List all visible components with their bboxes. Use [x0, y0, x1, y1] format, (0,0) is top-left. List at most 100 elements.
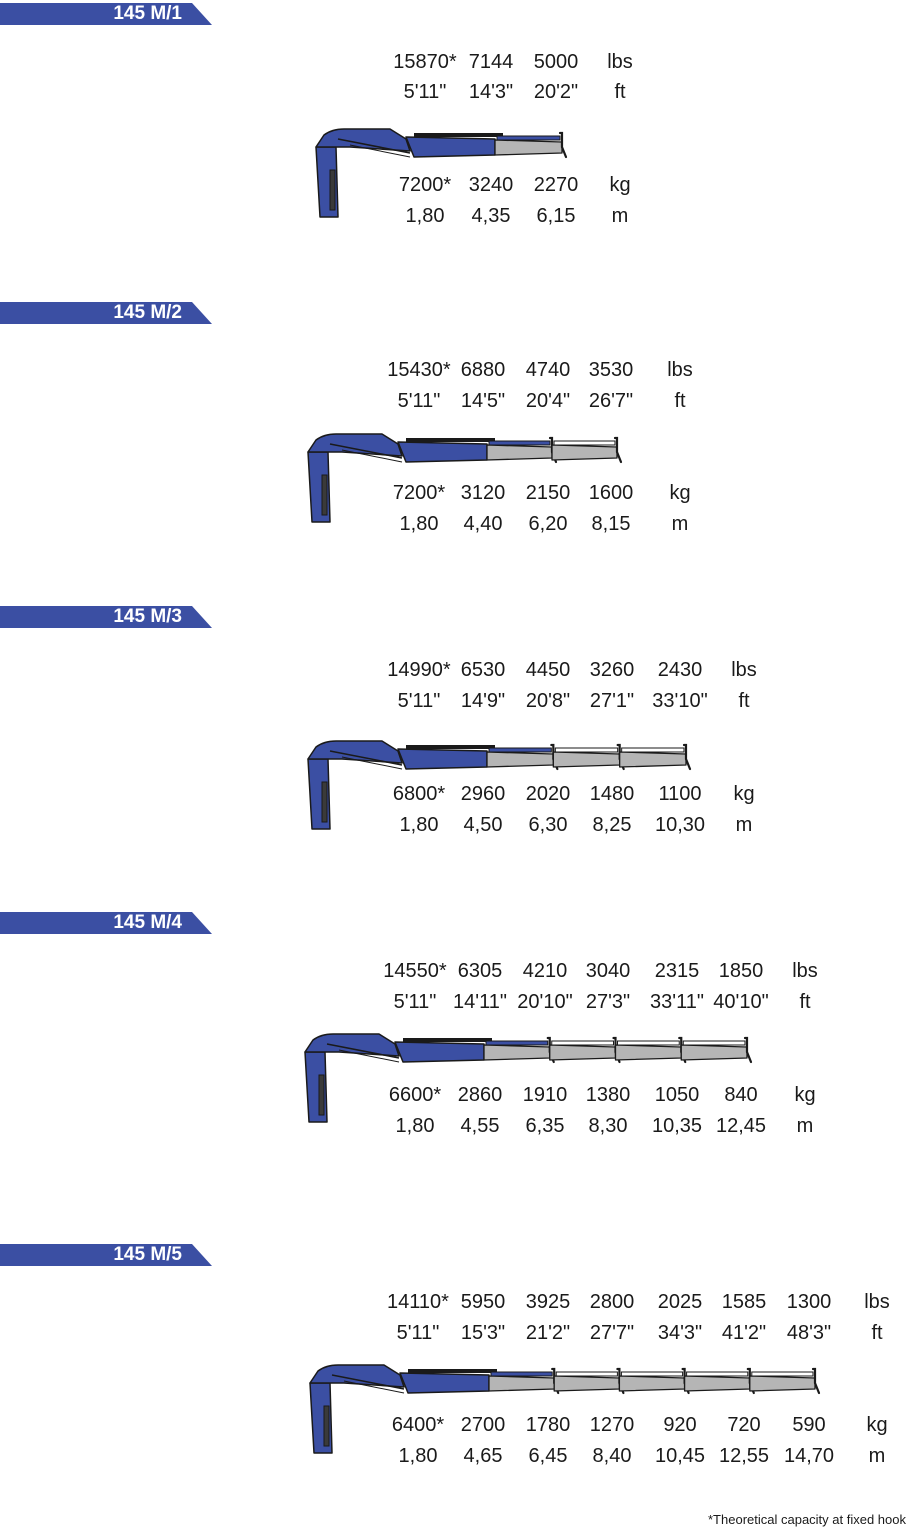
- value-m: 12,45: [715, 1115, 767, 1137]
- value-ft: 26'7": [588, 390, 634, 412]
- value-ft: 27'3": [585, 991, 631, 1013]
- extension-cylinder: [485, 1040, 549, 1046]
- value-ft: 5'11": [397, 390, 441, 412]
- unit-label: kg: [609, 174, 631, 196]
- value-m: 14,70: [783, 1445, 835, 1467]
- value-m: 1,80: [399, 814, 439, 836]
- extension-joint: [811, 1367, 821, 1395]
- value-ft: 40'10": [713, 991, 769, 1013]
- row-ft: 5'11"14'3"20'2"ft: [0, 81, 906, 111]
- value-lbs: 6530: [460, 659, 506, 681]
- unit-label: lbs: [607, 51, 633, 73]
- value-ft: 21'2": [525, 1322, 571, 1344]
- value-kg: 2020: [525, 783, 571, 805]
- value-m: 4,50: [463, 814, 503, 836]
- model-banner: 145 M/3: [0, 606, 212, 628]
- value-ft: 48'3": [786, 1322, 832, 1344]
- value-kg: 7200*: [392, 482, 446, 504]
- boom-extension: [680, 1044, 748, 1061]
- value-lbs: 14990*: [387, 659, 451, 681]
- boom-extension: [483, 1044, 551, 1061]
- value-ft: 14'3": [468, 81, 514, 103]
- value-m: 4,40: [463, 513, 503, 535]
- value-kg: 590: [792, 1414, 826, 1436]
- extension-cylinder: [488, 440, 551, 446]
- lift-cylinder: [323, 1405, 330, 1447]
- value-lbs: 2430: [657, 659, 703, 681]
- row-ft: 5'11"14'9"20'8"27'1"33'10"ft: [0, 690, 906, 720]
- model-banner: 145 M/4: [0, 912, 212, 934]
- value-kg: 3120: [460, 482, 506, 504]
- value-kg: 2150: [525, 482, 571, 504]
- boom-extension: [549, 1044, 617, 1061]
- row-ft: 5'11"15'3"21'2"27'7"34'3"41'2"48'3"ft: [0, 1322, 906, 1352]
- unit-label: kg: [794, 1084, 816, 1106]
- value-ft: 34'3": [657, 1322, 703, 1344]
- unit-label: lbs: [792, 960, 818, 982]
- value-lbs: 2025: [657, 1291, 703, 1313]
- unit-label: lbs: [667, 359, 693, 381]
- unit-label: kg: [733, 783, 755, 805]
- value-ft: 5'11": [403, 81, 447, 103]
- value-lbs: 3530: [588, 359, 634, 381]
- value-kg: 1600: [588, 482, 634, 504]
- link-rod: [329, 443, 403, 459]
- value-kg: 1100: [658, 783, 702, 805]
- value-m: 6,35: [525, 1115, 565, 1137]
- value-lbs: 14110*: [387, 1291, 449, 1313]
- lift-cylinder: [318, 1074, 325, 1116]
- value-lbs: 14550*: [383, 960, 447, 982]
- extension-cylinder: [551, 1040, 614, 1046]
- value-m: 8,15: [591, 513, 631, 535]
- value-lbs: 1850: [718, 960, 764, 982]
- extension-cylinder: [686, 1371, 749, 1377]
- value-ft: 15'3": [460, 1322, 506, 1344]
- unit-label: ft: [871, 1322, 883, 1344]
- crane-diagram: [315, 128, 568, 218]
- value-kg: 2860: [457, 1084, 503, 1106]
- value-lbs: 2800: [589, 1291, 635, 1313]
- boom-extension: [486, 751, 554, 768]
- value-kg: 2700: [460, 1414, 506, 1436]
- unit-label: m: [671, 513, 689, 535]
- boom-extension: [618, 1375, 686, 1392]
- extension-joint: [613, 436, 623, 464]
- value-ft: 14'9": [460, 690, 506, 712]
- value-ft: 5'11": [393, 991, 437, 1013]
- value-lbs: 15870*: [393, 51, 457, 73]
- value-m: 6,20: [528, 513, 568, 535]
- value-ft: 27'1": [589, 690, 635, 712]
- value-kg: 720: [727, 1414, 761, 1436]
- value-lbs: 6305: [457, 960, 503, 982]
- value-kg: 3240: [468, 174, 514, 196]
- extension-cylinder: [490, 1371, 553, 1377]
- unit-label: lbs: [731, 659, 757, 681]
- model-banner: 145 M/2: [0, 302, 212, 324]
- value-m: 8,30: [588, 1115, 628, 1137]
- value-kg: 1270: [589, 1414, 635, 1436]
- outer-boom: [394, 1041, 485, 1063]
- outer-boom: [397, 441, 488, 463]
- value-lbs: 1585: [721, 1291, 767, 1313]
- boom-extension: [488, 1375, 555, 1392]
- value-m: 8,25: [592, 814, 632, 836]
- extension-cylinder: [751, 1371, 814, 1377]
- value-lbs: 6880: [460, 359, 506, 381]
- boom-extension: [619, 751, 687, 768]
- extension-joint: [682, 743, 692, 771]
- hydraulic-line: [414, 133, 503, 137]
- crane-diagram: [304, 1033, 753, 1123]
- extension-cylinder: [620, 1371, 684, 1377]
- unit-label: lbs: [864, 1291, 890, 1313]
- extension-cylinder: [682, 1040, 746, 1046]
- extension-cylinder: [617, 1040, 680, 1046]
- value-ft: 5'11": [397, 690, 441, 712]
- outer-boom: [399, 1372, 490, 1394]
- model-banner: 145 M/5: [0, 1244, 212, 1266]
- value-kg: 7200*: [398, 174, 452, 196]
- boom-extension: [683, 1375, 751, 1392]
